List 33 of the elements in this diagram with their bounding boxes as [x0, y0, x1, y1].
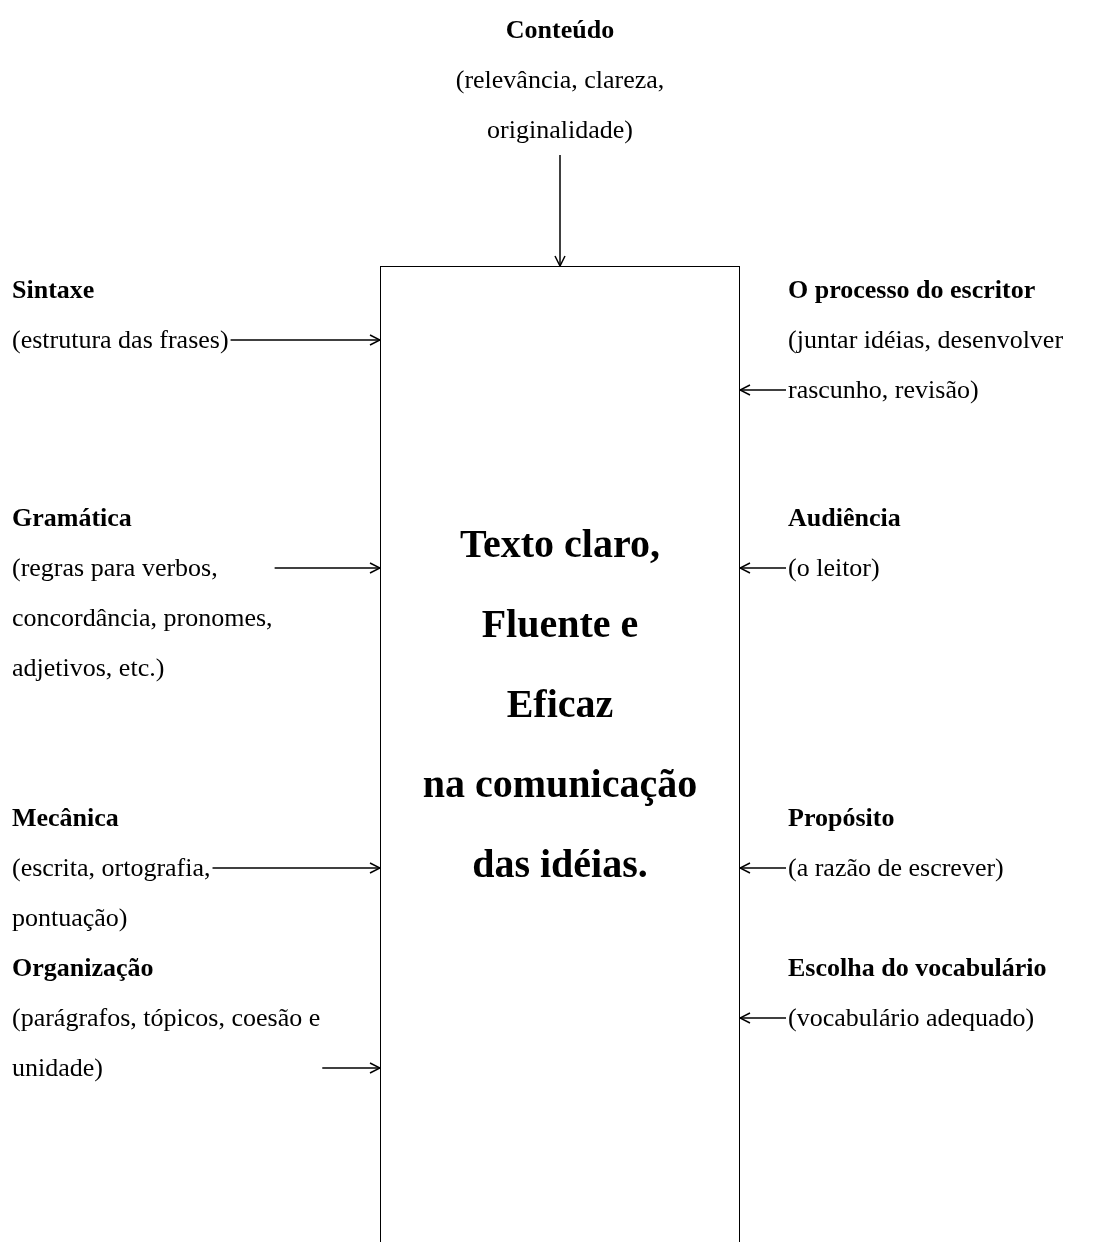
arrow — [739, 1012, 787, 1024]
central-text: na comunicação — [422, 760, 698, 808]
arrow — [554, 154, 566, 267]
central-text: Eficaz — [506, 680, 614, 728]
heading-text: O processo do escritor — [788, 274, 1036, 306]
central-text: Texto claro, — [460, 520, 660, 568]
description-text: (relevância, clareza, originalidade) — [454, 64, 666, 146]
central-text: das idéias. — [472, 840, 648, 888]
central-text: Fluente e — [481, 600, 639, 648]
central-box — [380, 266, 740, 1242]
description-text: (escrita, ortografia, pontuação) — [12, 852, 212, 934]
heading-text: Gramática — [12, 502, 132, 534]
description-text: (regras para verbos, concordância, pronomes, adjetivos, etc.) — [12, 552, 274, 684]
description-text: (o leitor) — [788, 552, 880, 584]
description-text: (vocabulário adequado) — [788, 1002, 1035, 1034]
heading-text: Sintaxe — [12, 274, 95, 306]
heading-text: Mecânica — [12, 802, 119, 834]
description-text: (parágrafos, tópicos, coesão e unidade) — [12, 1002, 322, 1084]
arrow — [229, 334, 381, 346]
heading-text: Organização — [12, 952, 154, 984]
heading-text: Audiência — [788, 502, 901, 534]
arrow — [739, 384, 787, 396]
description-text: (a razão de escrever) — [788, 852, 1004, 884]
arrow — [739, 562, 787, 574]
arrow — [321, 1062, 381, 1074]
arrow — [739, 862, 787, 874]
heading-text: Escolha do vocabulário — [788, 952, 1047, 984]
arrow — [273, 562, 381, 574]
arrow — [211, 862, 381, 874]
heading-text: Conteúdo — [505, 14, 615, 46]
description-text: (juntar idéias, desenvolver rascunho, revisão) — [788, 324, 1065, 406]
description-text: (estrutura das frases) — [12, 324, 229, 356]
heading-text: Propósito — [788, 802, 895, 834]
